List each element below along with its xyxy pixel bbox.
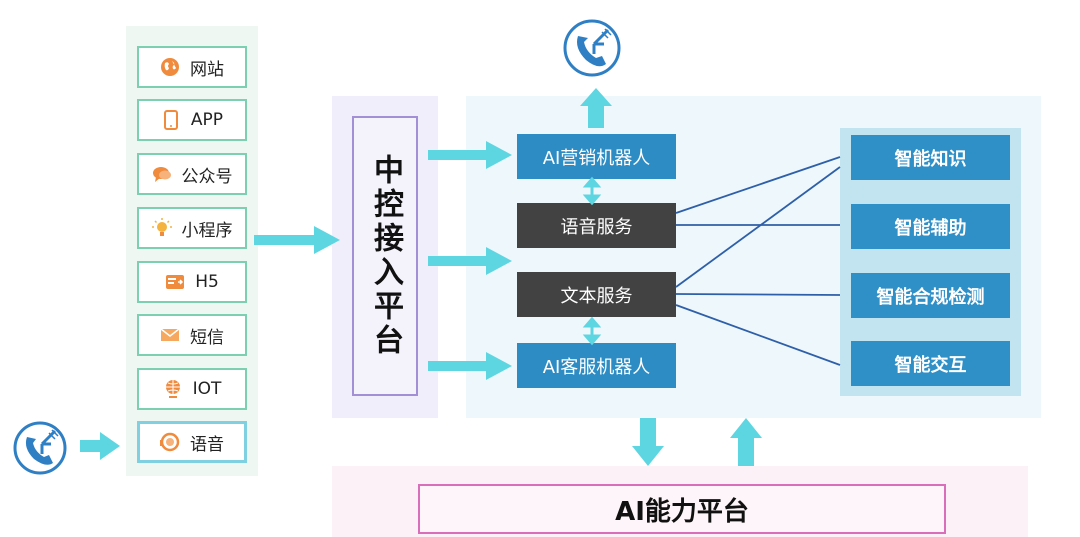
smart-item-label: 智能交互	[894, 354, 967, 376]
smart-assist-box[interactable]: 智能辅助	[851, 204, 1010, 249]
channel-label: 公众号	[181, 166, 233, 187]
connector-line	[675, 156, 841, 214]
channel-app[interactable]: APP	[137, 99, 247, 141]
customer-service-bot-box[interactable]: AI客服机器人	[517, 343, 676, 388]
double-arrow-down	[582, 334, 602, 346]
arrow-control-to-marketing	[428, 141, 512, 169]
phone-icon-left	[13, 421, 67, 475]
channel-h5[interactable]: H5	[137, 261, 247, 303]
globe-stand-icon	[163, 379, 183, 399]
voice-service-label: 语音服务	[560, 216, 633, 238]
control-access-platform[interactable]: 中控接入平台	[352, 116, 418, 396]
channel-label: IOT	[192, 379, 222, 399]
smart-knowledge-box[interactable]: 智能知识	[851, 135, 1010, 180]
arrow-down-to-ai-platform	[632, 418, 664, 466]
channel-label: APP	[190, 110, 224, 130]
text-service-box[interactable]: 文本服务	[517, 272, 676, 317]
web-card-icon	[165, 272, 185, 292]
globe-icon	[160, 57, 180, 77]
channel-mini-program[interactable]: 小程序	[137, 207, 247, 249]
arrow-up-from-ai-platform	[730, 418, 762, 466]
channel-label: H5	[195, 272, 219, 292]
channel-voice[interactable]: 语音	[137, 421, 247, 463]
arrow-channels-to-control	[254, 226, 340, 254]
channel-label: 网站	[190, 59, 224, 80]
customer-service-bot-label: AI客服机器人	[542, 356, 651, 378]
connector-line	[675, 166, 841, 288]
connector-line	[675, 304, 841, 366]
marketing-bot-box[interactable]: AI营销机器人	[517, 134, 676, 179]
smart-item-label: 智能合规检测	[876, 286, 985, 308]
connector-line	[675, 293, 841, 296]
envelope-icon	[160, 325, 180, 345]
channel-official-account[interactable]: 公众号	[137, 153, 247, 195]
arrow-control-to-services	[428, 247, 512, 275]
text-service-label: 文本服务	[560, 285, 633, 307]
arrow-control-to-customer-bot	[428, 352, 512, 380]
phone-device-icon	[161, 110, 181, 130]
channel-label: 小程序	[181, 220, 233, 241]
control-title: 中控接入平台	[368, 154, 403, 358]
channel-label: 短信	[190, 327, 224, 348]
arrow-phone-to-voice	[80, 432, 120, 460]
double-arrow-down	[582, 194, 602, 206]
ai-capability-platform[interactable]: AI能力平台	[418, 484, 946, 534]
ai-platform-title: AI能力平台	[615, 496, 749, 527]
channel-website[interactable]: 网站	[137, 46, 247, 88]
double-arrow-up	[582, 316, 602, 328]
channel-iot[interactable]: IOT	[137, 368, 247, 410]
smart-item-label: 智能知识	[894, 148, 967, 170]
connector-lines	[675, 156, 841, 366]
double-arrow-up	[582, 176, 602, 188]
chat-bubble-icon	[152, 164, 172, 184]
smart-interaction-box[interactable]: 智能交互	[851, 341, 1010, 386]
headset-icon	[160, 432, 180, 452]
marketing-bot-label: AI营销机器人	[542, 147, 651, 169]
voice-service-box[interactable]: 语音服务	[517, 203, 676, 248]
phone-icon-top	[563, 19, 621, 77]
arrow-up-to-phone	[580, 88, 612, 128]
channel-label: 语音	[190, 434, 224, 455]
channel-sms[interactable]: 短信	[137, 314, 247, 356]
lightbulb-icon	[151, 218, 172, 238]
smart-item-label: 智能辅助	[894, 217, 967, 239]
smart-compliance-box[interactable]: 智能合规检测	[851, 273, 1010, 318]
